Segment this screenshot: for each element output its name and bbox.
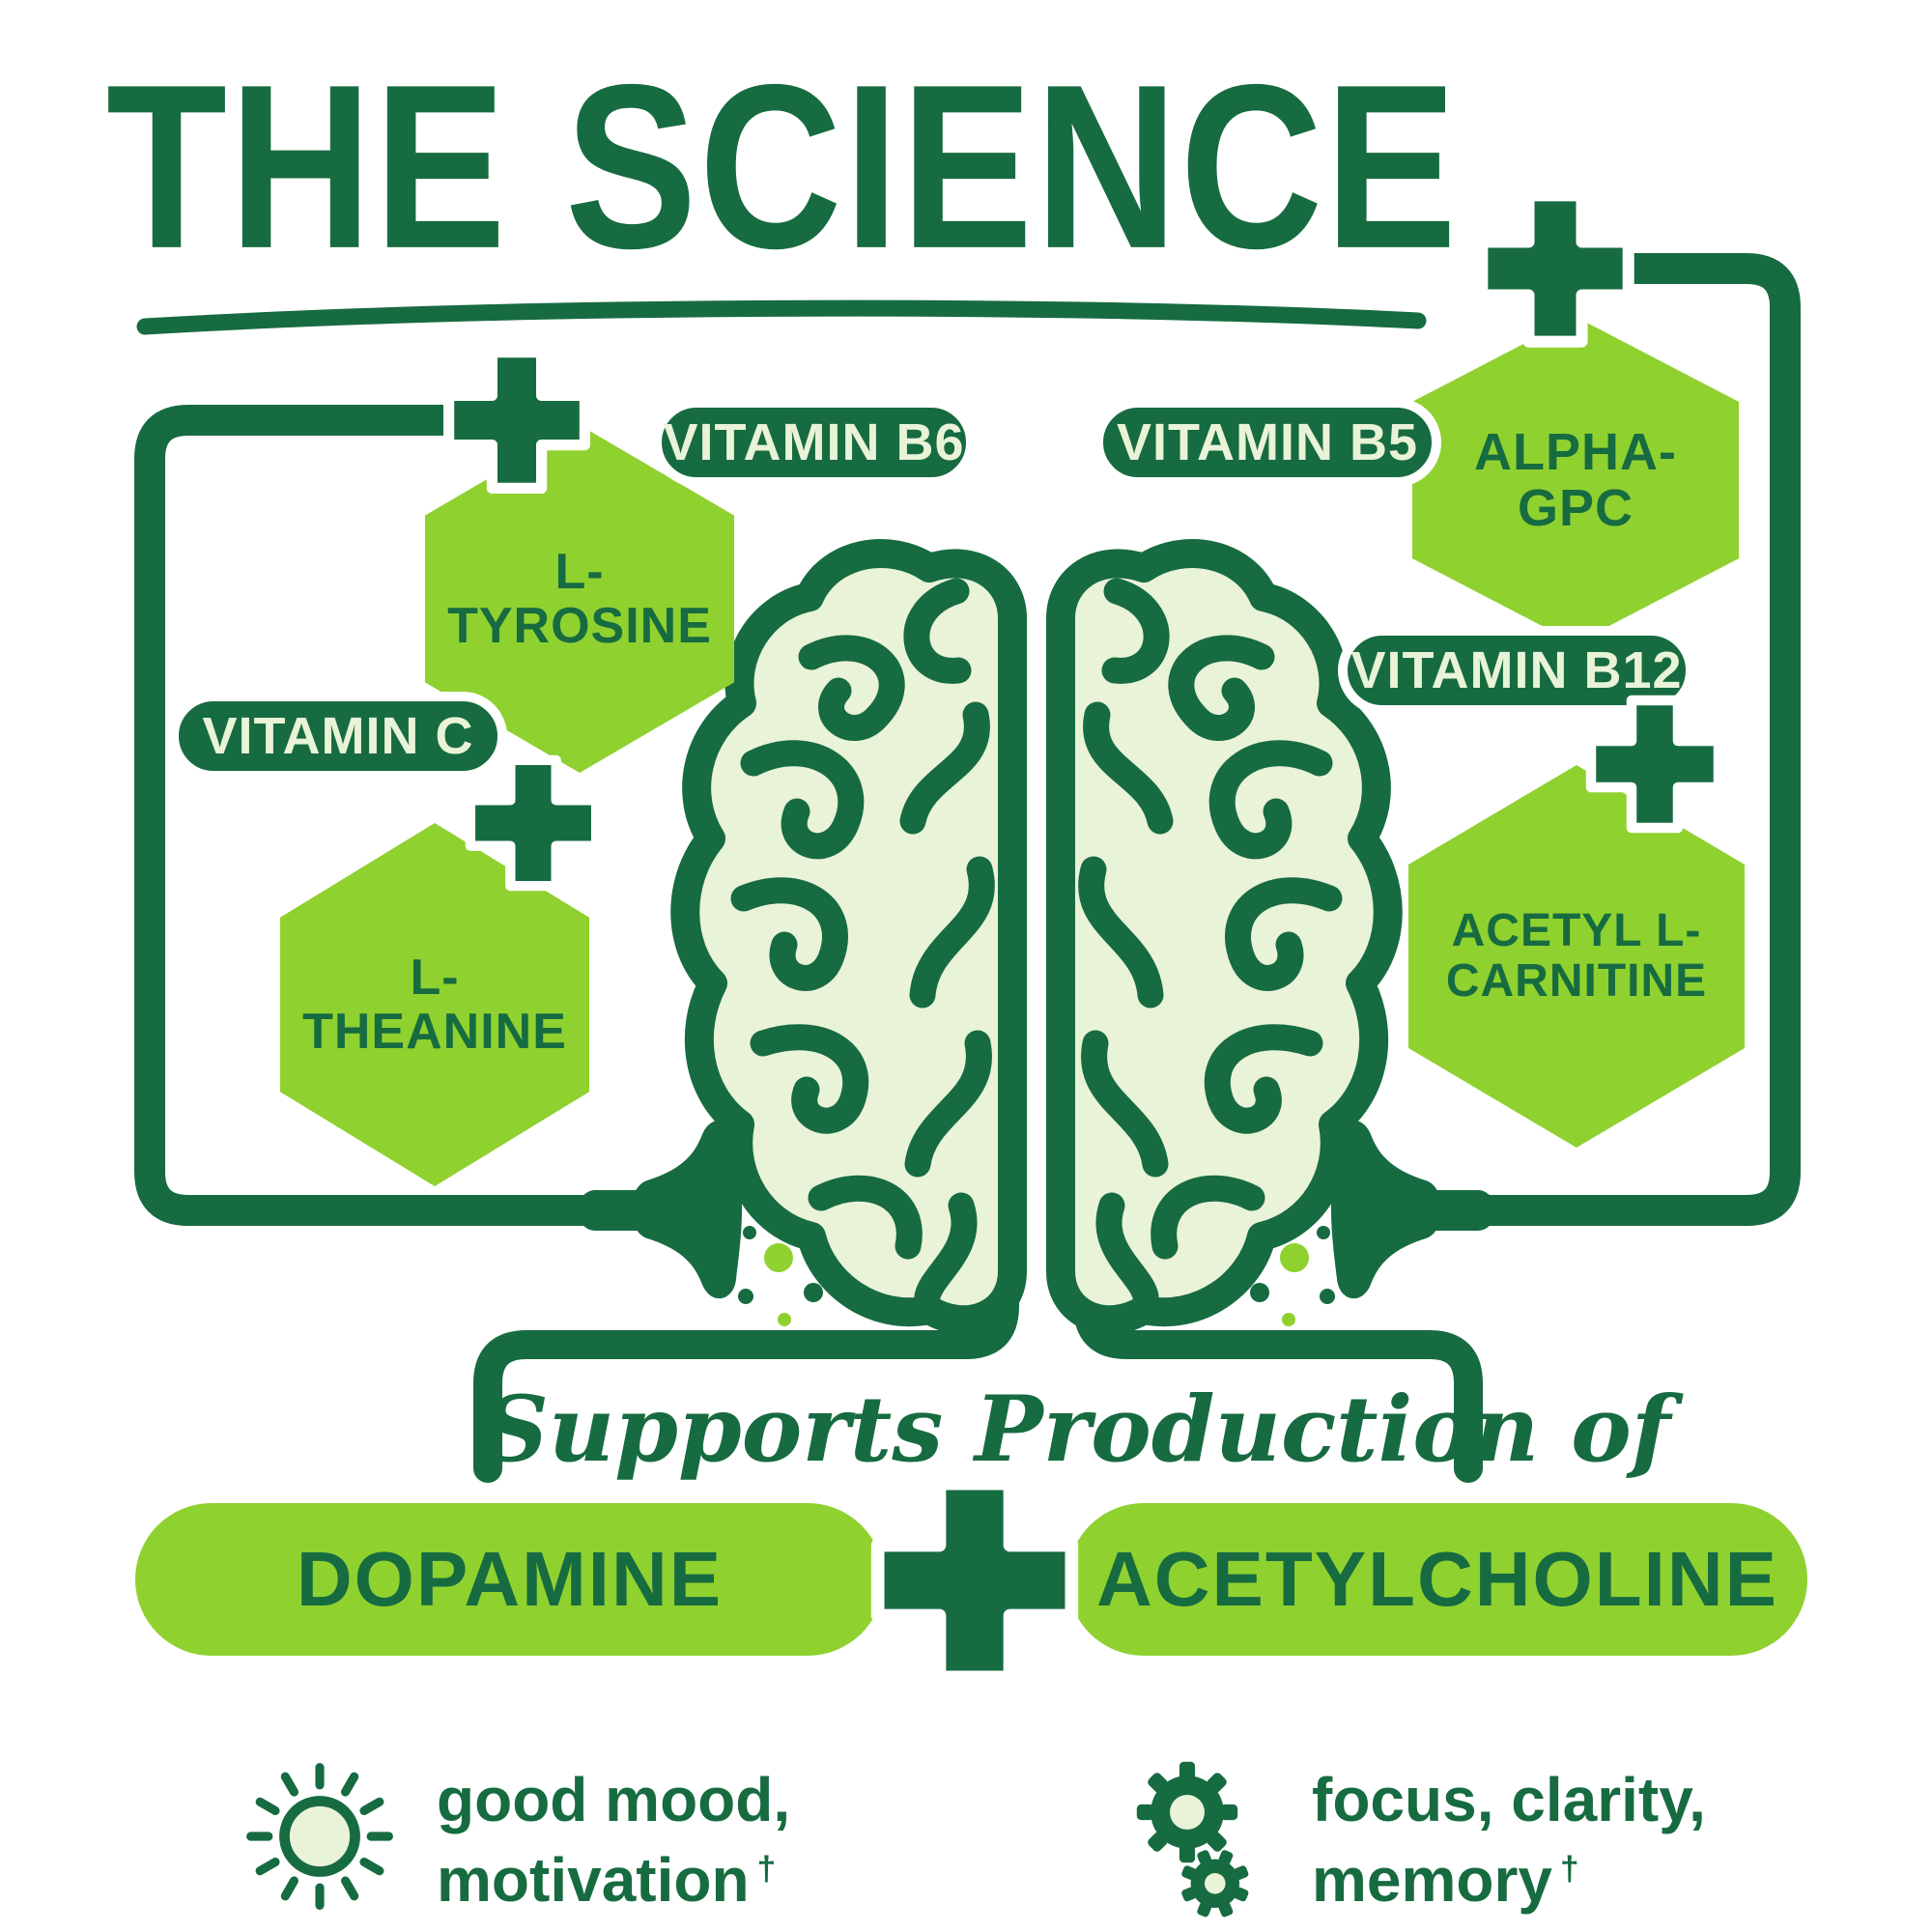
benefit-line: motivation† bbox=[437, 1840, 939, 1920]
brain-illustration bbox=[670, 539, 1388, 1335]
plus-icon bbox=[1582, 692, 1727, 837]
ingredient-label-l-tyrosine: L-TYROSINE bbox=[447, 543, 712, 654]
benefit-line: memory† bbox=[1312, 1840, 1853, 1920]
right-connector-line bbox=[1454, 253, 1801, 1226]
bracket-left bbox=[473, 1270, 1019, 1483]
pill-label-vitamin-b6: VITAMIN B6 bbox=[663, 413, 965, 471]
pill-vitamin-b5: VITAMIN B5 bbox=[1094, 398, 1441, 487]
ingredient-label-alpha-gpc: ALPHA-GPC bbox=[1474, 422, 1677, 537]
dagger-symbol: † bbox=[756, 1849, 777, 1888]
benefit-line: focus, clarity, bbox=[1312, 1765, 1706, 1834]
benefit-line: good mood, bbox=[437, 1765, 791, 1834]
plus-icon bbox=[462, 752, 605, 895]
page-title: THE SCIENCE bbox=[105, 36, 1460, 298]
acetylcholine-label: ACETYLCHOLINE bbox=[1096, 1536, 1778, 1622]
dagger-symbol: † bbox=[1560, 1849, 1579, 1888]
supports-production-heading: Supports Production of bbox=[483, 1377, 1671, 1483]
pill-vitamin-b12: VITAMIN B12 bbox=[1338, 626, 1695, 715]
acetylcholine-box: ACETYLCHOLINE bbox=[1067, 1503, 1807, 1656]
pill-label-vitamin-c: VITAMIN C bbox=[202, 707, 474, 765]
pill-label-vitamin-b12: VITAMIN B12 bbox=[1350, 641, 1683, 699]
benefit-word: motivation bbox=[437, 1845, 750, 1916]
pill-label-vitamin-b5: VITAMIN B5 bbox=[1116, 413, 1418, 471]
dopamine-box: DOPAMINE bbox=[135, 1503, 884, 1656]
gears-icon bbox=[1136, 1761, 1249, 1918]
ingredient-label-l-theanine: L-THEANINE bbox=[302, 949, 567, 1060]
benefit-word: memory bbox=[1312, 1845, 1552, 1916]
brain-hemisphere bbox=[670, 539, 1027, 1335]
plus-icon bbox=[865, 1470, 1085, 1690]
pill-vitamin-c: VITAMIN C bbox=[169, 692, 507, 781]
left-connector-line bbox=[134, 405, 622, 1226]
benefit-text-acetylcholine: focus, clarity, memory† bbox=[1312, 1760, 1853, 1920]
dopamine-label: DOPAMINE bbox=[296, 1536, 724, 1622]
benefit-text-dopamine: good mood, motivation† bbox=[437, 1760, 939, 1920]
sun-icon bbox=[246, 1763, 393, 1910]
title-underline bbox=[136, 299, 1427, 335]
plus-icon bbox=[440, 343, 594, 497]
plus-icon bbox=[1472, 185, 1638, 352]
synapse-icon bbox=[580, 1120, 823, 1326]
ingredient-label-acetyl-l-carnitine: ACETYL L-CARNITINE bbox=[1445, 905, 1708, 1007]
pill-vitamin-b6: VITAMIN B6 bbox=[652, 398, 976, 487]
